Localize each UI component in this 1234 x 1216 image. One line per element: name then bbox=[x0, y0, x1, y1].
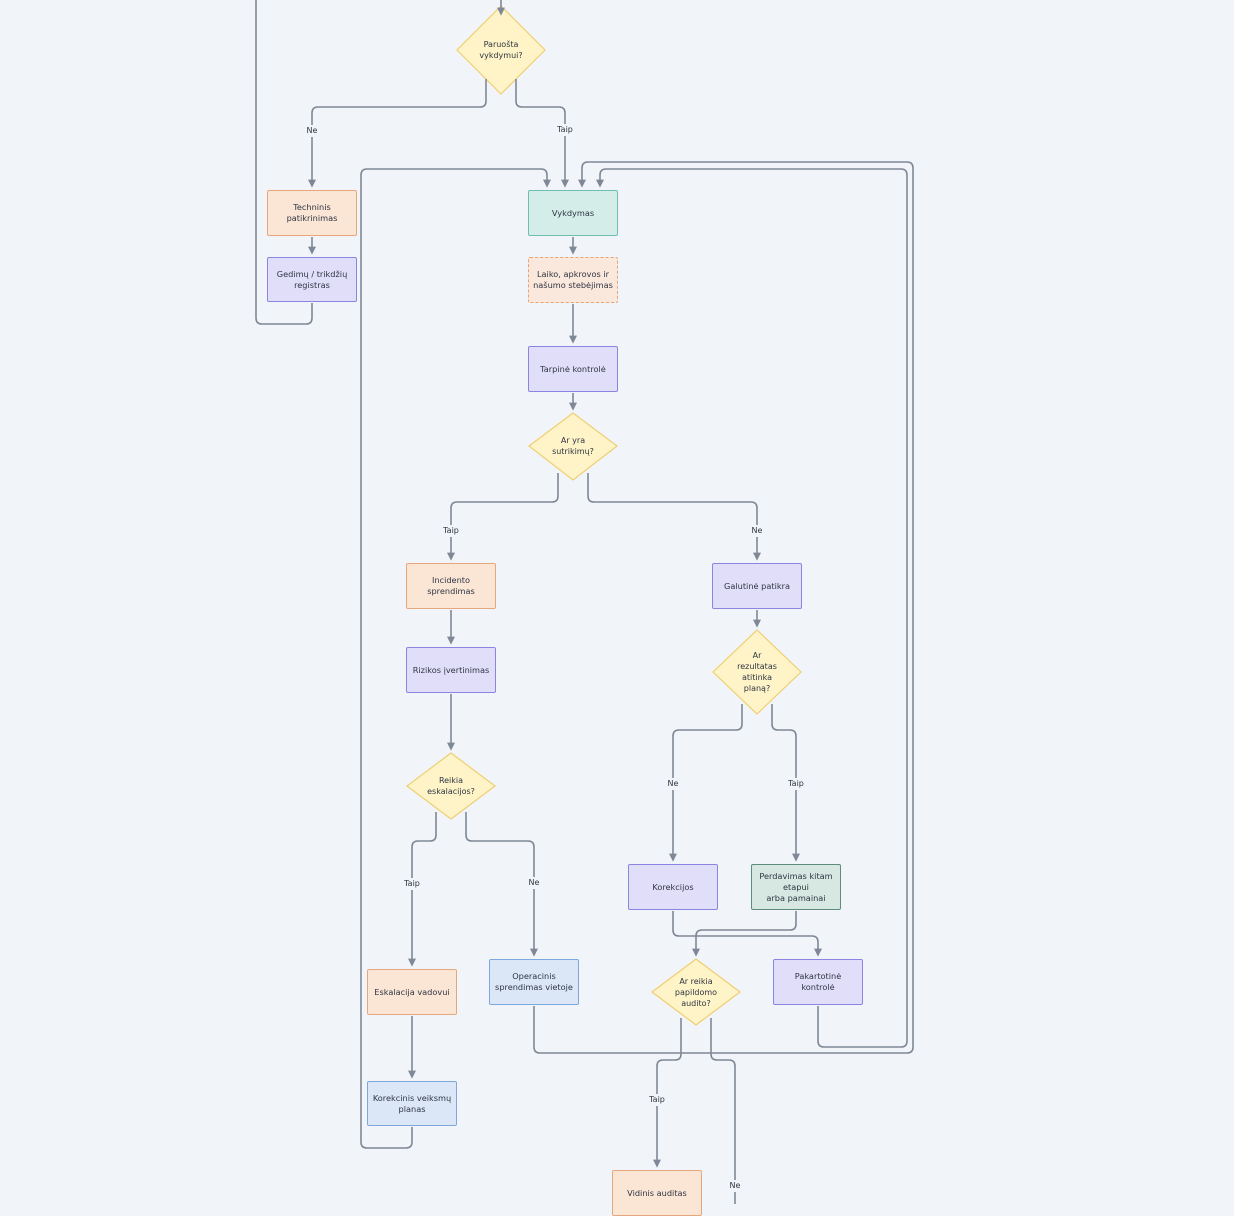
edge-sutrikimu-galutine bbox=[587, 473, 761, 561]
edge-atitinka-perdavimas bbox=[771, 704, 800, 862]
node-galutine-patikra: Galutinė patikra bbox=[712, 563, 802, 609]
edge-pakartotine-vykdymas bbox=[596, 168, 908, 1048]
node-techninis-patikrinimas: Techninis patikrinimas bbox=[267, 190, 357, 236]
edge-operacinis-vykdymas bbox=[533, 161, 914, 1054]
edge-label-atitinka-taip: Taip bbox=[787, 778, 805, 790]
node-tarpine-kontrole: Tarpinė kontrolė bbox=[528, 346, 618, 392]
node-eskalacija-vadovui: Eskalacija vadovui bbox=[367, 969, 457, 1015]
decision-paruosta-shape bbox=[456, 5, 546, 95]
edge-gedimu-loop bbox=[255, 0, 313, 325]
decision-audito-shape bbox=[651, 958, 741, 1026]
edge-label-sutrikimu-ne: Ne bbox=[750, 525, 764, 537]
decision-eskalacijos: Reikia eskalacijos? bbox=[427, 776, 475, 796]
edge-atitinka-korekcijos bbox=[669, 704, 743, 862]
edge-paruosta-techninis bbox=[308, 79, 487, 188]
edge-eskalacijos-vadovui bbox=[408, 812, 437, 967]
edge-eskalacijos-operacinis bbox=[465, 812, 538, 957]
node-laiko-stebejimas: Laiko, apkrovos ir našumo stebėjimas bbox=[528, 257, 618, 303]
edge-label-paruosta-ne: Ne bbox=[305, 125, 319, 137]
edge-audito-ne bbox=[710, 1018, 736, 1204]
node-korekcinis-planas: Korekcinis veiksmų planas bbox=[367, 1081, 457, 1126]
node-rizikos-ivertinimas: Rizikos įvertinimas bbox=[406, 647, 496, 693]
decision-atitinka: Ar rezultatas atitinka planą? bbox=[737, 651, 777, 693]
edge-korekcinis-vykdymas bbox=[360, 168, 551, 1149]
edge-sutrikimu-incidento bbox=[447, 473, 559, 561]
decision-atitinka-shape bbox=[712, 629, 802, 715]
edge-label-paruosta-taip: Taip bbox=[556, 124, 574, 136]
edge-label-audito-ne: Ne bbox=[728, 1180, 742, 1192]
edge-korekcijos-pakartotine bbox=[672, 911, 822, 957]
edge-label-eskalacijos-taip: Taip bbox=[403, 878, 421, 890]
decision-eskalacijos-shape bbox=[406, 752, 496, 820]
decision-sutrikimu: Ar yra sutrikimų? bbox=[552, 436, 594, 456]
node-operacinis-sprendimas: Operacinis sprendimas vietoje bbox=[489, 959, 579, 1005]
node-vykdymas: Vykdymas bbox=[528, 190, 618, 236]
node-incidento-sprendimas: Incidento sprendimas bbox=[406, 563, 496, 609]
node-vidinis-auditas: Vidinis auditas bbox=[612, 1170, 702, 1216]
decision-audito: Ar reikia papildomo audito? bbox=[674, 976, 718, 1008]
edge-audito-vidinis bbox=[653, 1018, 682, 1168]
node-korekcijos: Korekcijos bbox=[628, 864, 718, 910]
node-pakartotine-kontrole: Pakartotinė kontrolė bbox=[773, 959, 863, 1005]
edge-label-eskalacijos-ne: Ne bbox=[527, 877, 541, 889]
node-perdavimas: Perdavimas kitam etapui arba pamainai bbox=[751, 864, 841, 910]
edge-label-sutrikimu-taip: Taip bbox=[442, 525, 460, 537]
node-gedimu-registras: Gedimų / trikdžių registras bbox=[267, 257, 357, 302]
edge-paruosta-vykdymas bbox=[515, 79, 569, 188]
decision-sutrikimu-shape bbox=[528, 412, 618, 481]
edge-label-atitinka-ne: Ne bbox=[666, 778, 680, 790]
decision-paruosta: Paruošta vykdymui? bbox=[479, 40, 523, 60]
edge-perdavimas-audito bbox=[692, 911, 797, 957]
edge-label-audito-taip: Taip bbox=[648, 1094, 666, 1106]
